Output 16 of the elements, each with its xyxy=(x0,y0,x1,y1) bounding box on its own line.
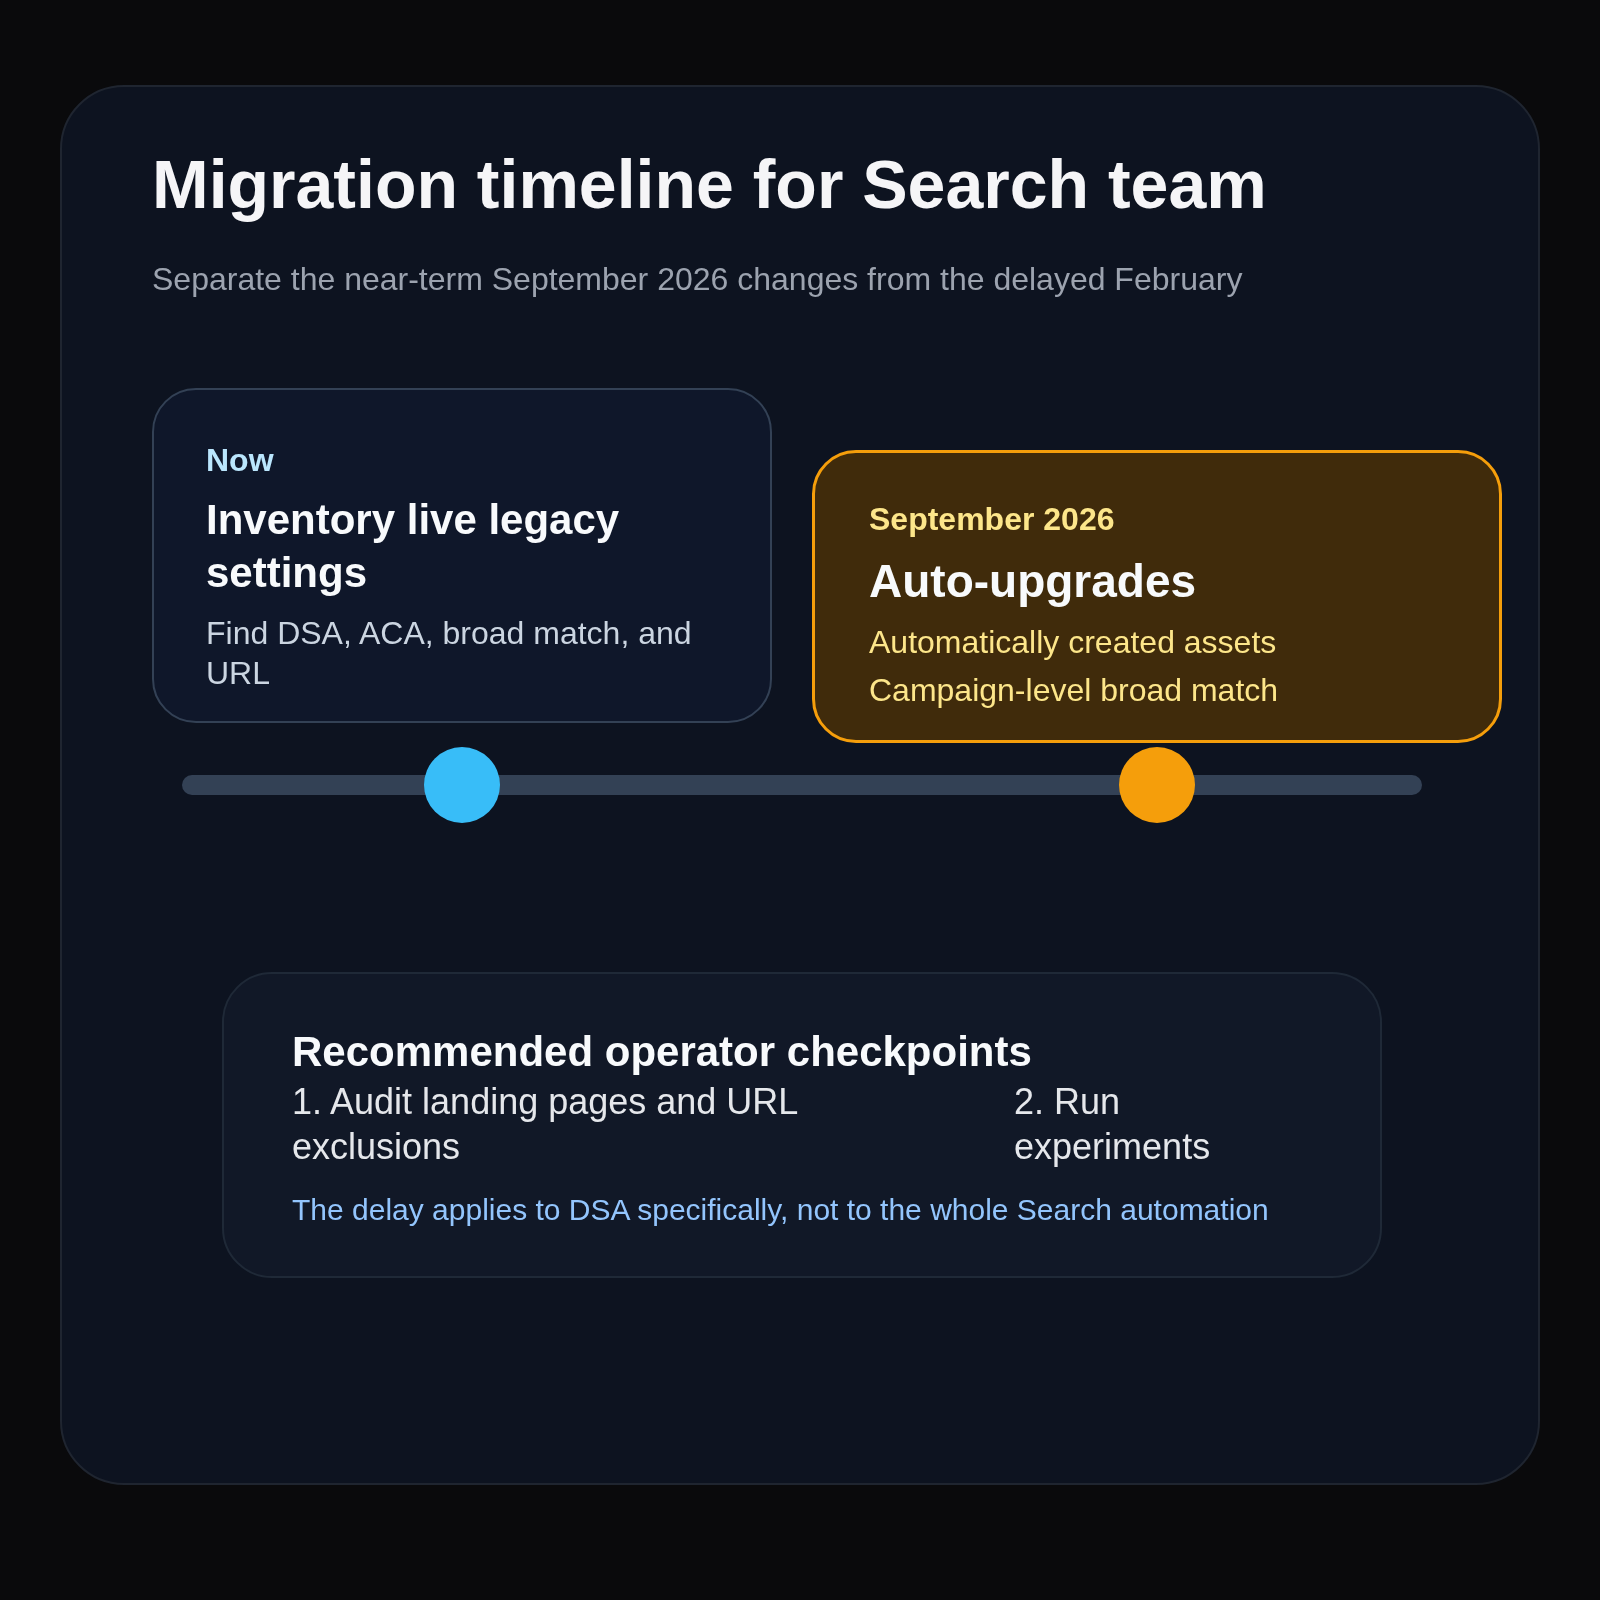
note-text: The delay applies to DSA specifically, not to the whole Search automation xyxy=(292,1191,1270,1228)
checklist-item: 1. Audit landing pages and URL exclusions xyxy=(292,1079,799,1169)
checkpoints-panel xyxy=(222,972,1382,1278)
date-label: Now xyxy=(206,441,275,480)
card-description: Automatically created assets xyxy=(869,623,1278,662)
card-heading: Inventory live legacy settings xyxy=(206,495,621,598)
card-description: Find DSA, ACA, broad match, and URL xyxy=(206,614,693,693)
checklist-item: 2. Run experiments xyxy=(1014,1079,1212,1169)
panel-heading: Recommended operator checkpoints xyxy=(292,1027,1033,1077)
timeline-card xyxy=(812,449,1502,743)
title: Migration timeline for Search team xyxy=(152,145,1268,224)
date-label: September 2026 xyxy=(869,499,1116,539)
subtitle: Separate the near-term September 2026 changes from the delayed February xyxy=(152,260,1244,299)
timeline-card xyxy=(152,388,772,723)
card-description: Campaign-level broad match xyxy=(869,671,1280,710)
card-heading: Auto-upgrades xyxy=(869,553,1198,609)
